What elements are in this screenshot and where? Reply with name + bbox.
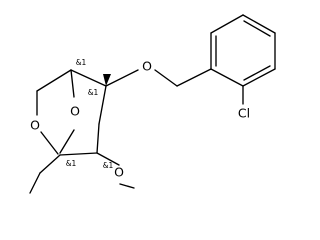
benzene-ring	[210, 14, 276, 105]
bond-ch2ring-cbr	[96, 123, 100, 154]
ring-bond-5	[242, 68, 276, 87]
stereo-labels: &1 &1 &1 &1	[66, 58, 114, 170]
bond-cbl-ch2	[39, 154, 61, 174]
bond-oring-cbl	[40, 131, 59, 155]
bond-cbr-cbl	[59, 152, 98, 156]
ring-bond-2	[210, 14, 244, 34]
bond-ctop-obridge	[70, 69, 75, 98]
oxygen-bridge-label: O	[70, 104, 80, 119]
methoxy-group	[96, 152, 135, 189]
oxygen-ether-label: O	[142, 59, 152, 74]
stereo-label-c-bottom-right: &1	[103, 161, 114, 170]
ring-inner-bond-3	[243, 65, 271, 81]
bond-ctop-ch2	[36, 69, 72, 92]
bond-ch2-ring	[176, 68, 212, 87]
ethyl-group	[29, 154, 61, 194]
ring-inner-bond-2	[243, 20, 271, 37]
stereo-label-c-bottom-left: &1	[66, 159, 77, 168]
bond-cright-oether	[105, 69, 139, 87]
bond-ctop-cright	[70, 69, 107, 87]
oxygen-methoxy-label: O	[114, 165, 124, 180]
ring-bond-3	[242, 14, 276, 34]
bond-oether-ch2	[154, 69, 178, 87]
molecule-structure: O O O O Cl &1 &1 &1 &1	[29, 14, 276, 194]
oxygen-ring-label: O	[30, 118, 40, 133]
bond-cright-ch2ring	[98, 85, 107, 125]
bicyclic-core	[36, 69, 107, 156]
stereo-label-c-top: &1	[76, 58, 87, 67]
ring-bond-6	[210, 68, 244, 87]
stereo-label-c-right: &1	[88, 88, 99, 97]
bond-cbr-omethoxy	[96, 152, 120, 166]
atom-labels: O O O O Cl	[30, 59, 250, 180]
bond-ethyl-ch3	[29, 172, 41, 194]
bond-obridge-cbl	[59, 129, 75, 154]
bond-omethoxy-ch3	[119, 183, 135, 189]
chlorine-label: Cl	[238, 106, 250, 121]
wedge-bond-cright-oether	[103, 74, 111, 86]
benzyloxy-group	[105, 68, 212, 87]
